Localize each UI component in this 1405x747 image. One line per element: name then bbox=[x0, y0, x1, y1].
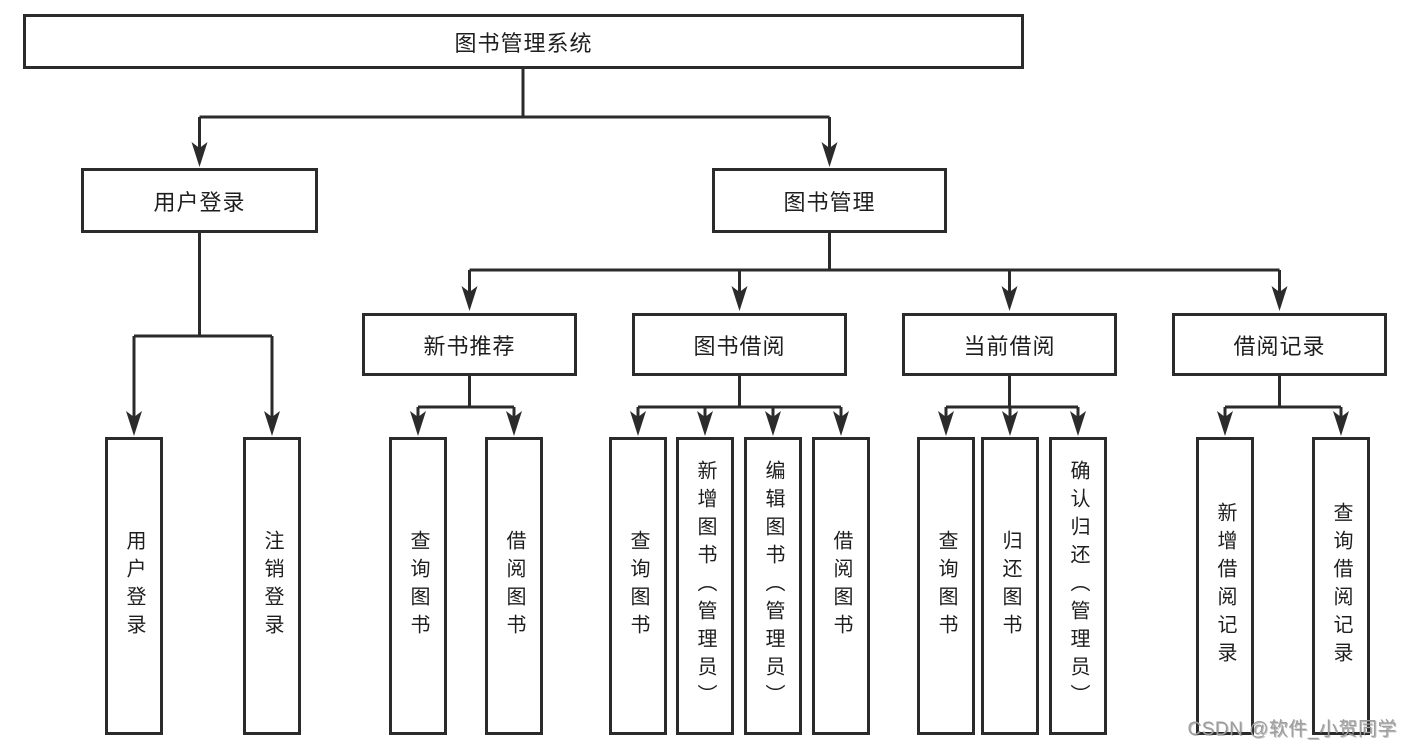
node-root-label: 图书管理系统 bbox=[454, 30, 593, 56]
leaf-add-book-admin: 新增图书（管理员） bbox=[676, 437, 734, 735]
leaf-borrow-books-recommend: 借阅图书 bbox=[485, 437, 543, 735]
leaf-query-books-recommend: 查询图书 bbox=[389, 437, 447, 735]
leaf-edit-book-admin-label: 编辑图书（管理员） bbox=[762, 460, 784, 712]
leaf-borrow-books-recommend-label: 借阅图书 bbox=[503, 530, 525, 642]
node-book-management: 图书管理 bbox=[712, 168, 947, 233]
leaf-query-borrow-record: 查询借阅记录 bbox=[1312, 437, 1370, 735]
node-new-book-recommendation: 新书推荐 bbox=[362, 313, 577, 376]
node-borrow-records: 借阅记录 bbox=[1172, 313, 1387, 376]
leaf-logout: 注销登录 bbox=[243, 437, 301, 735]
leaf-confirm-return-admin: 确认归还（管理员） bbox=[1049, 437, 1107, 735]
leaf-query-books-borrowing-label: 查询图书 bbox=[627, 530, 649, 642]
leaf-query-books-borrowing: 查询图书 bbox=[609, 437, 667, 735]
node-borrow-records-label: 借阅记录 bbox=[1233, 333, 1326, 359]
leaf-query-books-current-label: 查询图书 bbox=[935, 530, 957, 642]
node-book-borrowing: 图书借阅 bbox=[632, 313, 847, 376]
leaf-logout-label: 注销登录 bbox=[261, 530, 283, 642]
leaf-return-book: 归还图书 bbox=[981, 437, 1039, 735]
leaf-return-book-label: 归还图书 bbox=[999, 530, 1021, 642]
leaf-edit-book-admin: 编辑图书（管理员） bbox=[744, 437, 802, 735]
leaf-query-books-current: 查询图书 bbox=[917, 437, 975, 735]
leaf-user-login-label: 用户登录 bbox=[123, 530, 145, 642]
node-root-system: 图书管理系统 bbox=[23, 14, 1024, 69]
node-book-borrowing-label: 图书借阅 bbox=[693, 333, 786, 359]
leaf-confirm-return-admin-label: 确认归还（管理员） bbox=[1067, 460, 1089, 712]
leaf-borrow-books: 借阅图书 bbox=[812, 437, 870, 735]
csdn-watermark: CSDN @软件_小贺同学 bbox=[1187, 719, 1397, 740]
node-new-book-recommendation-label: 新书推荐 bbox=[423, 333, 516, 359]
node-user-login-label: 用户登录 bbox=[153, 189, 246, 215]
node-current-borrowing: 当前借阅 bbox=[902, 313, 1117, 376]
node-current-borrowing-label: 当前借阅 bbox=[963, 333, 1056, 359]
leaf-query-borrow-record-label: 查询借阅记录 bbox=[1330, 502, 1352, 670]
node-book-management-label: 图书管理 bbox=[783, 189, 876, 215]
leaf-add-book-admin-label: 新增图书（管理员） bbox=[694, 460, 716, 712]
leaf-query-books-recommend-label: 查询图书 bbox=[407, 530, 429, 642]
leaf-user-login: 用户登录 bbox=[105, 437, 163, 735]
leaf-borrow-books-label: 借阅图书 bbox=[830, 530, 852, 642]
node-user-login: 用户登录 bbox=[81, 168, 318, 233]
leaf-add-borrow-record-label: 新增借阅记录 bbox=[1214, 502, 1236, 670]
leaf-add-borrow-record: 新增借阅记录 bbox=[1196, 437, 1254, 735]
